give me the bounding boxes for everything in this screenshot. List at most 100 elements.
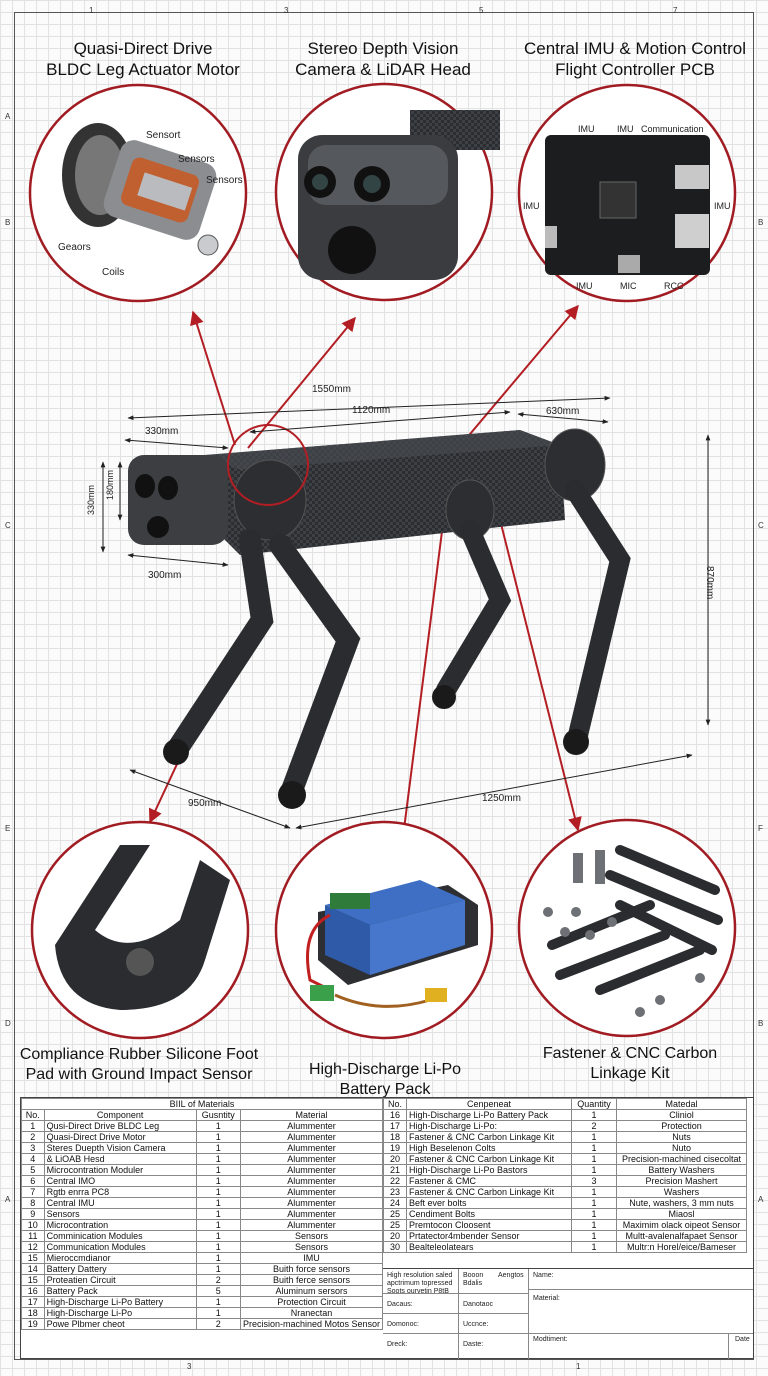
zone-left-b: B bbox=[5, 218, 11, 227]
bom-right-cell: Multr:n Horel/eice/Bameser bbox=[616, 1241, 747, 1253]
bom-left-cell: Communication Modules bbox=[43, 1241, 197, 1253]
motor-detail bbox=[28, 83, 248, 303]
bom-right-cell: Beft ever bolts bbox=[406, 1197, 572, 1209]
bom-left-cell: 15 bbox=[21, 1274, 45, 1286]
motor-label-sensors-1: Sensors bbox=[178, 154, 215, 165]
tb-date: Date bbox=[735, 1336, 750, 1343]
tb-r1a: Dacaus: bbox=[387, 1301, 413, 1308]
bom-table-left: BIIL of Materials No. Component Gusntity… bbox=[21, 1098, 384, 1330]
camera-detail bbox=[274, 82, 500, 302]
bom-left-cell: Alummenter bbox=[239, 1142, 384, 1154]
zone-left-e: E bbox=[5, 824, 11, 833]
bom-right-cell: 1 bbox=[571, 1219, 617, 1231]
zone-top-3: 3 bbox=[284, 6, 289, 15]
bom-left-cell: IMU bbox=[239, 1252, 384, 1264]
bom-right-cell: 24 bbox=[383, 1197, 407, 1209]
bom-right-cell: 1 bbox=[571, 1241, 617, 1253]
zone-right-b: B bbox=[758, 218, 764, 227]
pcb-label-mic: MIC bbox=[620, 281, 637, 291]
bom-left-cell: High-Discharge Li-Po Battery bbox=[43, 1296, 197, 1308]
bom-left-cell: 14 bbox=[21, 1263, 45, 1275]
bom2-header-quantity: Quantity bbox=[571, 1098, 617, 1110]
zone-right-a: A bbox=[758, 1195, 764, 1204]
bom-left-cell: Alummenter bbox=[239, 1197, 384, 1209]
bom-right-cell: 1 bbox=[571, 1109, 617, 1121]
bom-right-cell: Cendiment Bolts bbox=[406, 1208, 572, 1220]
zone-right-b2: B bbox=[758, 1019, 764, 1028]
bom2-header-material: Matedal bbox=[616, 1098, 747, 1110]
tb-c1: Booon Bdalis bbox=[463, 1272, 484, 1287]
tb-modified: Modtiment: bbox=[533, 1336, 568, 1343]
bom-left-cell: Alummenter bbox=[239, 1219, 384, 1231]
dim-630: 630mm bbox=[546, 406, 580, 417]
bom-right-cell: 1 bbox=[571, 1230, 617, 1242]
tb-r1b: Danotaoc bbox=[463, 1301, 493, 1308]
bom-left-cell: Battery Pack bbox=[43, 1285, 197, 1297]
bom-right-cell: Battery Washers bbox=[616, 1164, 747, 1176]
arrow-to-battery bbox=[397, 499, 447, 839]
bom-left-cell: Alummenter bbox=[239, 1131, 384, 1143]
bom-right-cell: 25 bbox=[383, 1208, 407, 1220]
bom-left-cell: 6 bbox=[21, 1175, 45, 1187]
bom-left-cell: 3 bbox=[21, 1142, 45, 1154]
dim-870: 870mm bbox=[704, 566, 715, 600]
bom-right-cell: 1 bbox=[571, 1197, 617, 1209]
bom-header-no: No. bbox=[21, 1109, 45, 1121]
bom-left-cell: 1 bbox=[195, 1120, 241, 1132]
bom-left-cell: Microcontration Moduler bbox=[43, 1164, 197, 1176]
arrow-to-imu bbox=[464, 304, 579, 441]
bom-left-cell: 8 bbox=[21, 1197, 45, 1209]
bom-left-cell: Alummenter bbox=[239, 1208, 384, 1220]
fastener-caption: Fastener & CNC Carbon Linkage Kit bbox=[542, 1045, 718, 1082]
tb-c2: Aengtos bbox=[498, 1272, 524, 1279]
bom-right-cell: Washers bbox=[616, 1186, 747, 1198]
bom-left-cell: 11 bbox=[21, 1230, 45, 1242]
bom-left-cell: Rgtb enrra PC8 bbox=[43, 1186, 197, 1198]
bom-right-cell: High-Discharge Li-Po Bastors bbox=[406, 1164, 572, 1176]
bom-left-cell: 7 bbox=[21, 1186, 45, 1198]
bom-right-cell: Protection bbox=[616, 1120, 747, 1132]
bom-right-cell: Fastener & CNC Carbon Linkage Kit bbox=[406, 1186, 572, 1198]
dim-1250: 1250mm bbox=[482, 793, 521, 804]
bom-right-cell: 23 bbox=[383, 1186, 407, 1198]
bom-left-cell: 1 bbox=[195, 1241, 241, 1253]
bom-left-cell: 1 bbox=[195, 1252, 241, 1264]
bom-left-cell: Battery Dattery bbox=[43, 1263, 197, 1275]
motor-label-coils: Coils bbox=[102, 267, 125, 278]
pcb-label-rcc: RCC bbox=[664, 281, 684, 291]
arrow-to-motor bbox=[190, 310, 236, 446]
bom-right-cell: Precision-machined cisecoltat bbox=[616, 1153, 747, 1165]
bom-title: BIIL of Materials bbox=[21, 1098, 383, 1110]
pcb-label-imu-2: IMU bbox=[617, 124, 634, 134]
dim-950: 950mm bbox=[188, 798, 222, 809]
dim-1550: 1550mm bbox=[312, 384, 351, 395]
tb-material: Material: bbox=[533, 1295, 560, 1302]
bom-left-cell: Central IMO bbox=[43, 1175, 197, 1187]
battery-caption: High-Discharge Li-Po Battery Pack bbox=[308, 1061, 462, 1098]
bom-left-cell: 1 bbox=[195, 1197, 241, 1209]
bom-left-cell: 1 bbox=[195, 1208, 241, 1220]
bom-left-cell: 5 bbox=[195, 1285, 241, 1297]
bom-left-cell: 16 bbox=[21, 1285, 45, 1297]
bom-left-cell: 2 bbox=[21, 1131, 45, 1143]
bom-right-cell: High-Discharge Li-Po Battery Pack bbox=[406, 1109, 572, 1121]
bom-left-cell: 1 bbox=[195, 1263, 241, 1275]
